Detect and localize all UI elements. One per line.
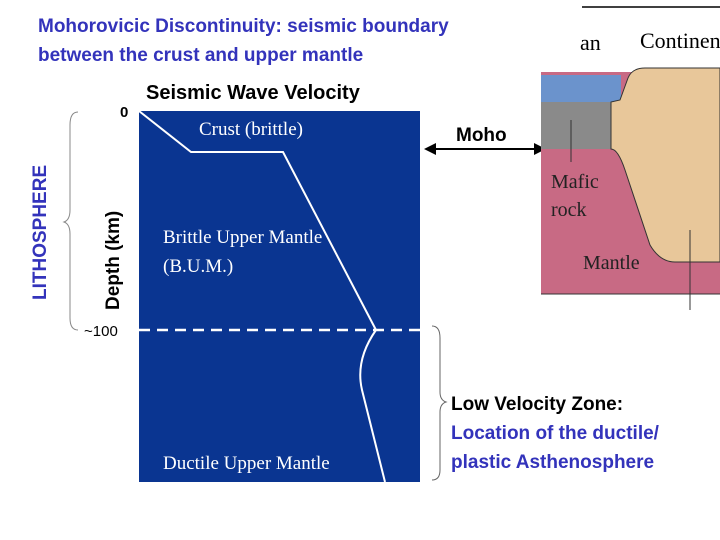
velocity-curve	[138, 110, 377, 331]
zone-bum: Brittle Upper Mantle(B.U.M.)	[163, 227, 323, 277]
continent-crust	[610, 67, 720, 263]
zone-crust: Crust (brittle)	[199, 119, 303, 140]
inset-mantle-label: Mantle	[583, 252, 640, 274]
inset-ocean-label: an	[580, 30, 601, 55]
slide-title: Mohorovicic Discontinuity: seismic bound…	[38, 16, 449, 66]
ocean-water	[541, 75, 621, 102]
arrow-head-left	[424, 143, 436, 155]
arrow-head-right	[534, 143, 546, 155]
mafic-rock-layer	[541, 102, 611, 149]
low-velocity-curve	[359, 329, 386, 483]
inset-continent-label: Continent	[640, 28, 720, 53]
velocity-box	[139, 111, 420, 482]
chart-title: Seismic Wave Velocity	[146, 82, 360, 104]
tick-0: 0	[120, 104, 129, 121]
tick-100: ~100	[84, 323, 118, 340]
zone-dum: Ductile Upper Mantle (D.U.M.)	[163, 453, 330, 503]
moho-label: Moho	[456, 125, 507, 146]
lvz-label: Low Velocity Zone: Location of the ducti…	[451, 394, 659, 473]
lvz-brace	[431, 325, 448, 481]
lithosphere-brace	[62, 111, 79, 331]
